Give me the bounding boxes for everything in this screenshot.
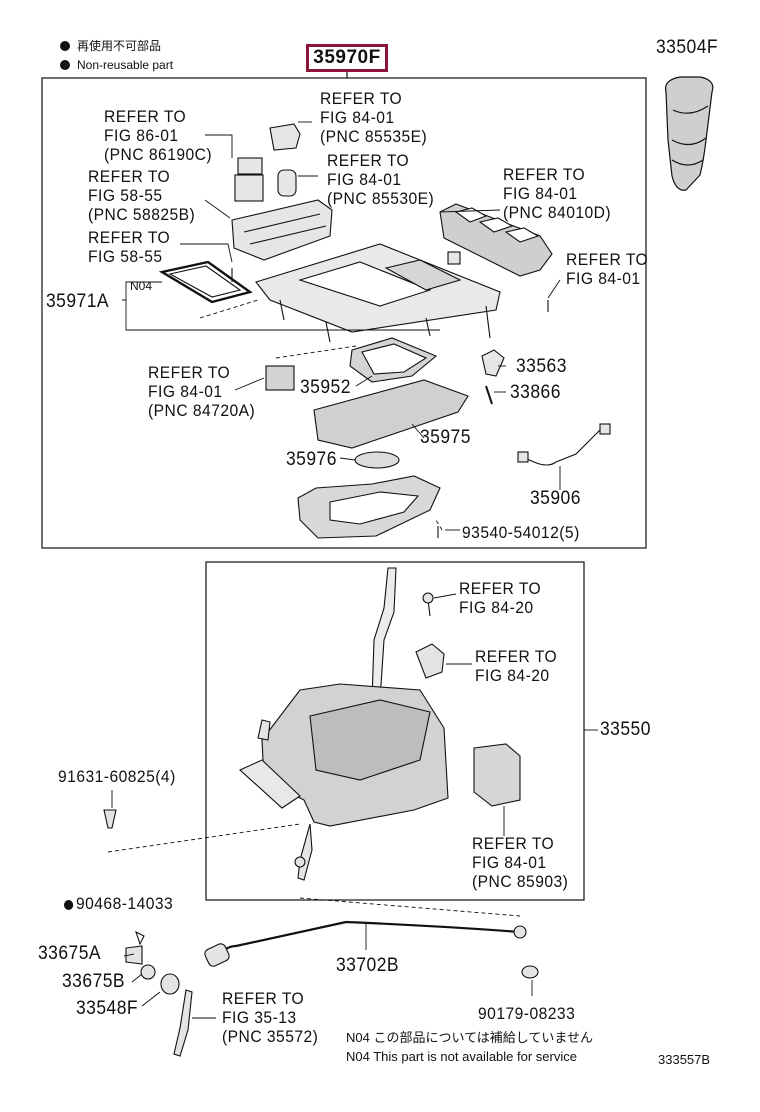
part-label-33675B[interactable]: 33675B <box>62 971 126 992</box>
note-n04-en: N04 This part is not available for servi… <box>346 1049 577 1064</box>
part-label-35976[interactable]: 35976 <box>286 449 337 470</box>
upper-switch-parts <box>158 123 611 539</box>
non-reusable-dot-icon <box>60 60 70 70</box>
refer-fig-84-01[interactable]: REFER TO FIG 84-01 <box>566 250 649 288</box>
non-reusable-dot-icon <box>60 41 70 51</box>
part-label-93540[interactable]: 93540-54012(5) <box>462 523 580 542</box>
note-n04-jp: N04 この部品については補給していません <box>346 1030 594 1045</box>
legend-jp-text: 再使用不可部品 <box>77 39 162 53</box>
part-label-33548F[interactable]: 33548F <box>76 998 139 1019</box>
refer-fig-86-01[interactable]: REFER TO FIG 86-01 (PNC 86190C) <box>104 107 213 164</box>
refer-fig-84-01-85530E[interactable]: REFER TO FIG 84-01 (PNC 85530E) <box>327 151 435 208</box>
n04-marker: N04 <box>130 279 153 293</box>
refer-fig-84-01-84720A[interactable]: REFER TO FIG 84-01 (PNC 84720A) <box>148 363 256 420</box>
part-label-33702B[interactable]: 33702B <box>336 955 400 976</box>
part-label-90468[interactable]: 90468-14033 <box>64 894 173 913</box>
highlighted-part-number[interactable]: 35970F <box>306 44 388 72</box>
legend-en-text: Non-reusable part <box>77 58 174 72</box>
part-label-33504F[interactable]: 33504F <box>656 37 719 58</box>
legend-non-reusable-jp: 再使用不可部品 <box>60 39 161 53</box>
cable-drawing <box>125 920 539 1057</box>
part-label-35975[interactable]: 35975 <box>420 427 471 448</box>
refer-fig-35-13[interactable]: REFER TO FIG 35-13 (PNC 35572) <box>222 989 319 1046</box>
legend-non-reusable-en: Non-reusable part <box>60 58 173 72</box>
refer-fig-84-01-84010D[interactable]: REFER TO FIG 84-01 (PNC 84010D) <box>503 165 612 222</box>
shift-lever-drawing <box>103 567 521 881</box>
refer-fig-84-01-85535E[interactable]: REFER TO FIG 84-01 (PNC 85535E) <box>320 89 428 146</box>
part-label-33675A[interactable]: 33675A <box>38 943 102 964</box>
dashed-leaders <box>107 299 521 917</box>
part-label-33866[interactable]: 33866 <box>510 382 561 403</box>
leader-lines <box>111 121 598 1019</box>
part-label-35952[interactable]: 35952 <box>300 377 351 398</box>
shift-knob-drawing <box>664 76 714 191</box>
diagram-id: 333557B <box>658 1052 711 1067</box>
lower-assembly-frame <box>205 561 585 901</box>
non-reusable-dot-icon <box>64 900 74 910</box>
part-label-33563[interactable]: 33563 <box>516 356 567 377</box>
refer-fig-84-20-a[interactable]: REFER TO FIG 84-20 <box>459 579 542 617</box>
part-label-90179[interactable]: 90179-08233 <box>478 1004 576 1023</box>
refer-fig-58-55[interactable]: REFER TO FIG 58-55 <box>88 228 171 266</box>
refer-fig-84-01-85903[interactable]: REFER TO FIG 84-01 (PNC 85903) <box>472 834 569 891</box>
part-label-35971A[interactable]: 35971A <box>46 291 110 312</box>
part-label-90468-text: 90468-14033 <box>75 894 174 913</box>
part-label-35906[interactable]: 35906 <box>530 488 581 509</box>
part-label-91631[interactable]: 91631-60825(4) <box>58 767 176 786</box>
refer-fig-58-55-58825B[interactable]: REFER TO FIG 58-55 (PNC 58825B) <box>88 167 196 224</box>
part-label-33550[interactable]: 33550 <box>600 719 651 740</box>
refer-fig-84-20-b[interactable]: REFER TO FIG 84-20 <box>475 647 558 685</box>
upper-assembly-frame <box>41 77 647 549</box>
